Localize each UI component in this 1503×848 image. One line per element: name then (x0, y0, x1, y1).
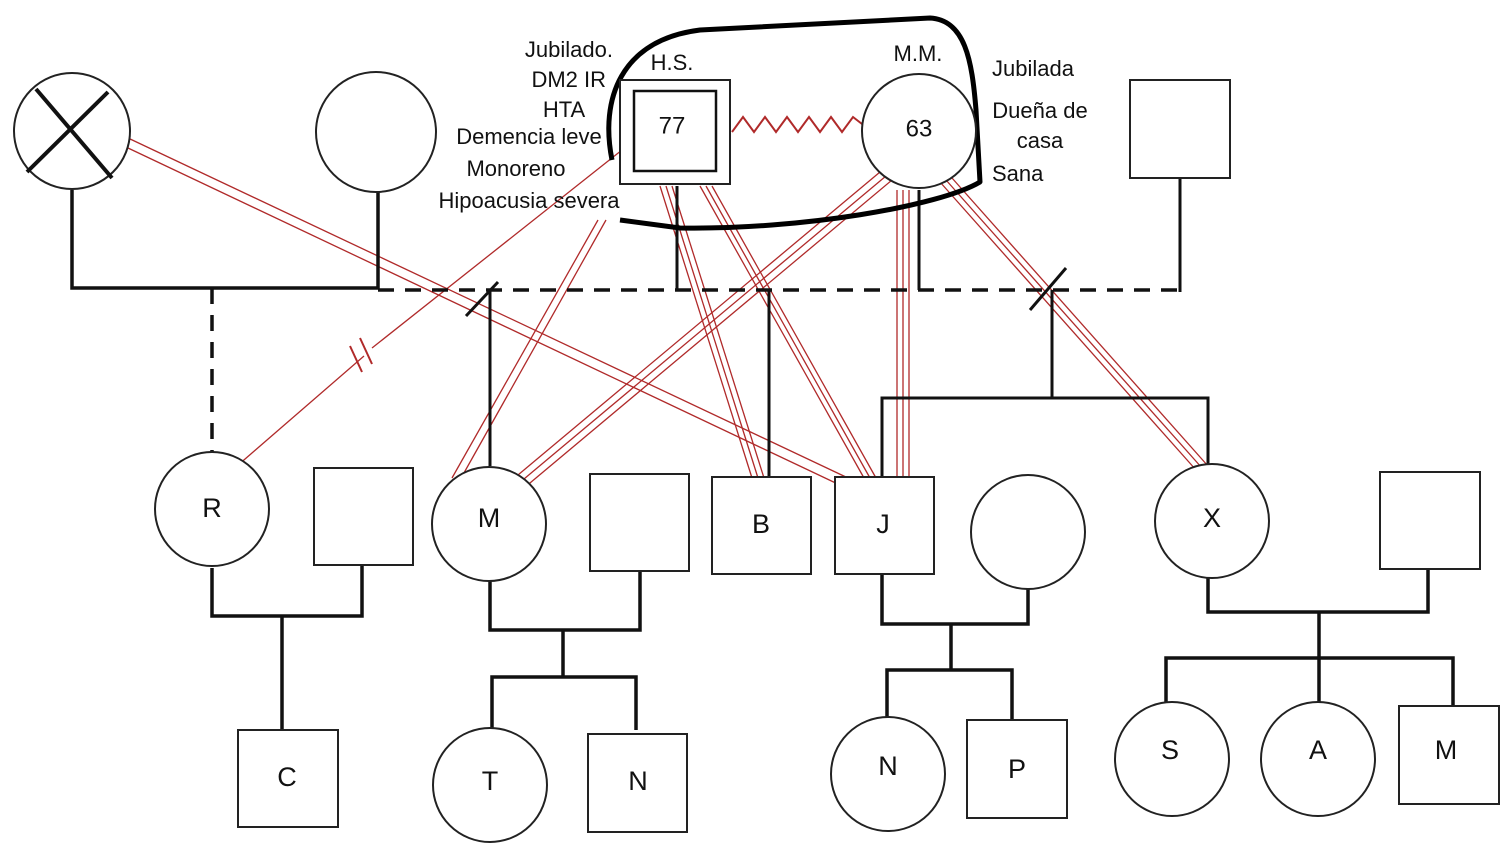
child-x[interactable]: X (1154, 463, 1270, 579)
relationship-lines (127, 137, 1209, 489)
svg-text:M: M (478, 503, 501, 533)
household-boundary (606, 15, 983, 231)
grandchild-p[interactable]: P (966, 719, 1068, 819)
svg-text:B: B (752, 509, 770, 539)
spouse-x[interactable] (1379, 471, 1481, 570)
partner-man-right[interactable] (1129, 79, 1231, 179)
svg-text:M: M (1435, 735, 1458, 765)
mm-initials: M.M. (894, 41, 943, 66)
relation-fused-mm-m (511, 171, 893, 489)
child-b[interactable]: B (711, 476, 812, 575)
svg-text:HTA: HTA (543, 97, 586, 122)
mm-note-line: Dueña de (992, 98, 1087, 123)
svg-text:J: J (876, 509, 890, 539)
spouse-j[interactable] (970, 474, 1086, 590)
relation-fused-hs-b (659, 185, 765, 479)
svg-text:T: T (482, 766, 499, 796)
grandchild-m[interactable]: M (1398, 705, 1500, 805)
mm-age: 63 (906, 116, 933, 143)
grandchild-c[interactable]: C (237, 729, 339, 828)
grandchild-s[interactable]: S (1114, 701, 1230, 817)
relation-close-grandmother-j (127, 137, 849, 487)
svg-text:A: A (1309, 735, 1327, 765)
svg-text:N: N (628, 766, 648, 796)
grandchild-a[interactable]: A (1260, 701, 1376, 817)
svg-text:Demencia leve: Demencia leve (456, 124, 602, 149)
relation-conflict-hs-mm (731, 115, 863, 134)
relation-fused-mm-x (939, 177, 1209, 471)
spouse-m[interactable] (589, 473, 690, 572)
grandchild-n-j[interactable]: N (830, 716, 946, 832)
grandchild-t[interactable]: T (432, 727, 548, 843)
mm-note-line: casa (1017, 128, 1064, 153)
hs-initials: H.S. (651, 50, 694, 75)
svg-text:Hipoacusia severa: Hipoacusia severa (439, 188, 621, 213)
child-m[interactable]: M (431, 466, 547, 582)
mm-notes: Jubilada Dueña de casa Sana (992, 56, 1088, 186)
index-patient-hs[interactable]: 77 H.S. (619, 50, 731, 185)
child-r[interactable]: R (154, 451, 270, 567)
svg-text:R: R (202, 493, 222, 523)
svg-text:DM2 IR: DM2 IR (531, 67, 606, 92)
svg-text:S: S (1161, 735, 1179, 765)
svg-text:N: N (878, 751, 898, 781)
grandmother-deceased[interactable] (13, 72, 131, 190)
kinship-lines (70, 178, 1455, 732)
relation-fused-mm-j (896, 190, 910, 478)
relation-close-hs-m (451, 219, 607, 481)
svg-text:Sana: Sana (992, 161, 1044, 186)
svg-text:X: X (1203, 503, 1221, 533)
relation-fused-hs-j (699, 185, 877, 479)
svg-text:Monoreno: Monoreno (466, 156, 565, 181)
relation-cutoff-hs-r (236, 149, 623, 467)
svg-text:Jubilado.: Jubilado. (525, 37, 613, 62)
svg-text:C: C (277, 762, 297, 792)
svg-text:P: P (1008, 754, 1026, 784)
grandchild-n-m[interactable]: N (587, 733, 688, 833)
grandfather[interactable] (315, 71, 437, 193)
deceased-cross-icon (34, 87, 114, 180)
svg-text:Jubilada: Jubilada (992, 56, 1075, 81)
spouse-r[interactable] (313, 467, 414, 566)
hs-age: 77 (659, 113, 686, 140)
hs-notes: Jubilado. DM2 IR HTA Demencia leve Monor… (439, 37, 621, 213)
partner-mm[interactable]: 63 M.M. (861, 41, 977, 189)
child-j[interactable]: J (834, 476, 935, 575)
